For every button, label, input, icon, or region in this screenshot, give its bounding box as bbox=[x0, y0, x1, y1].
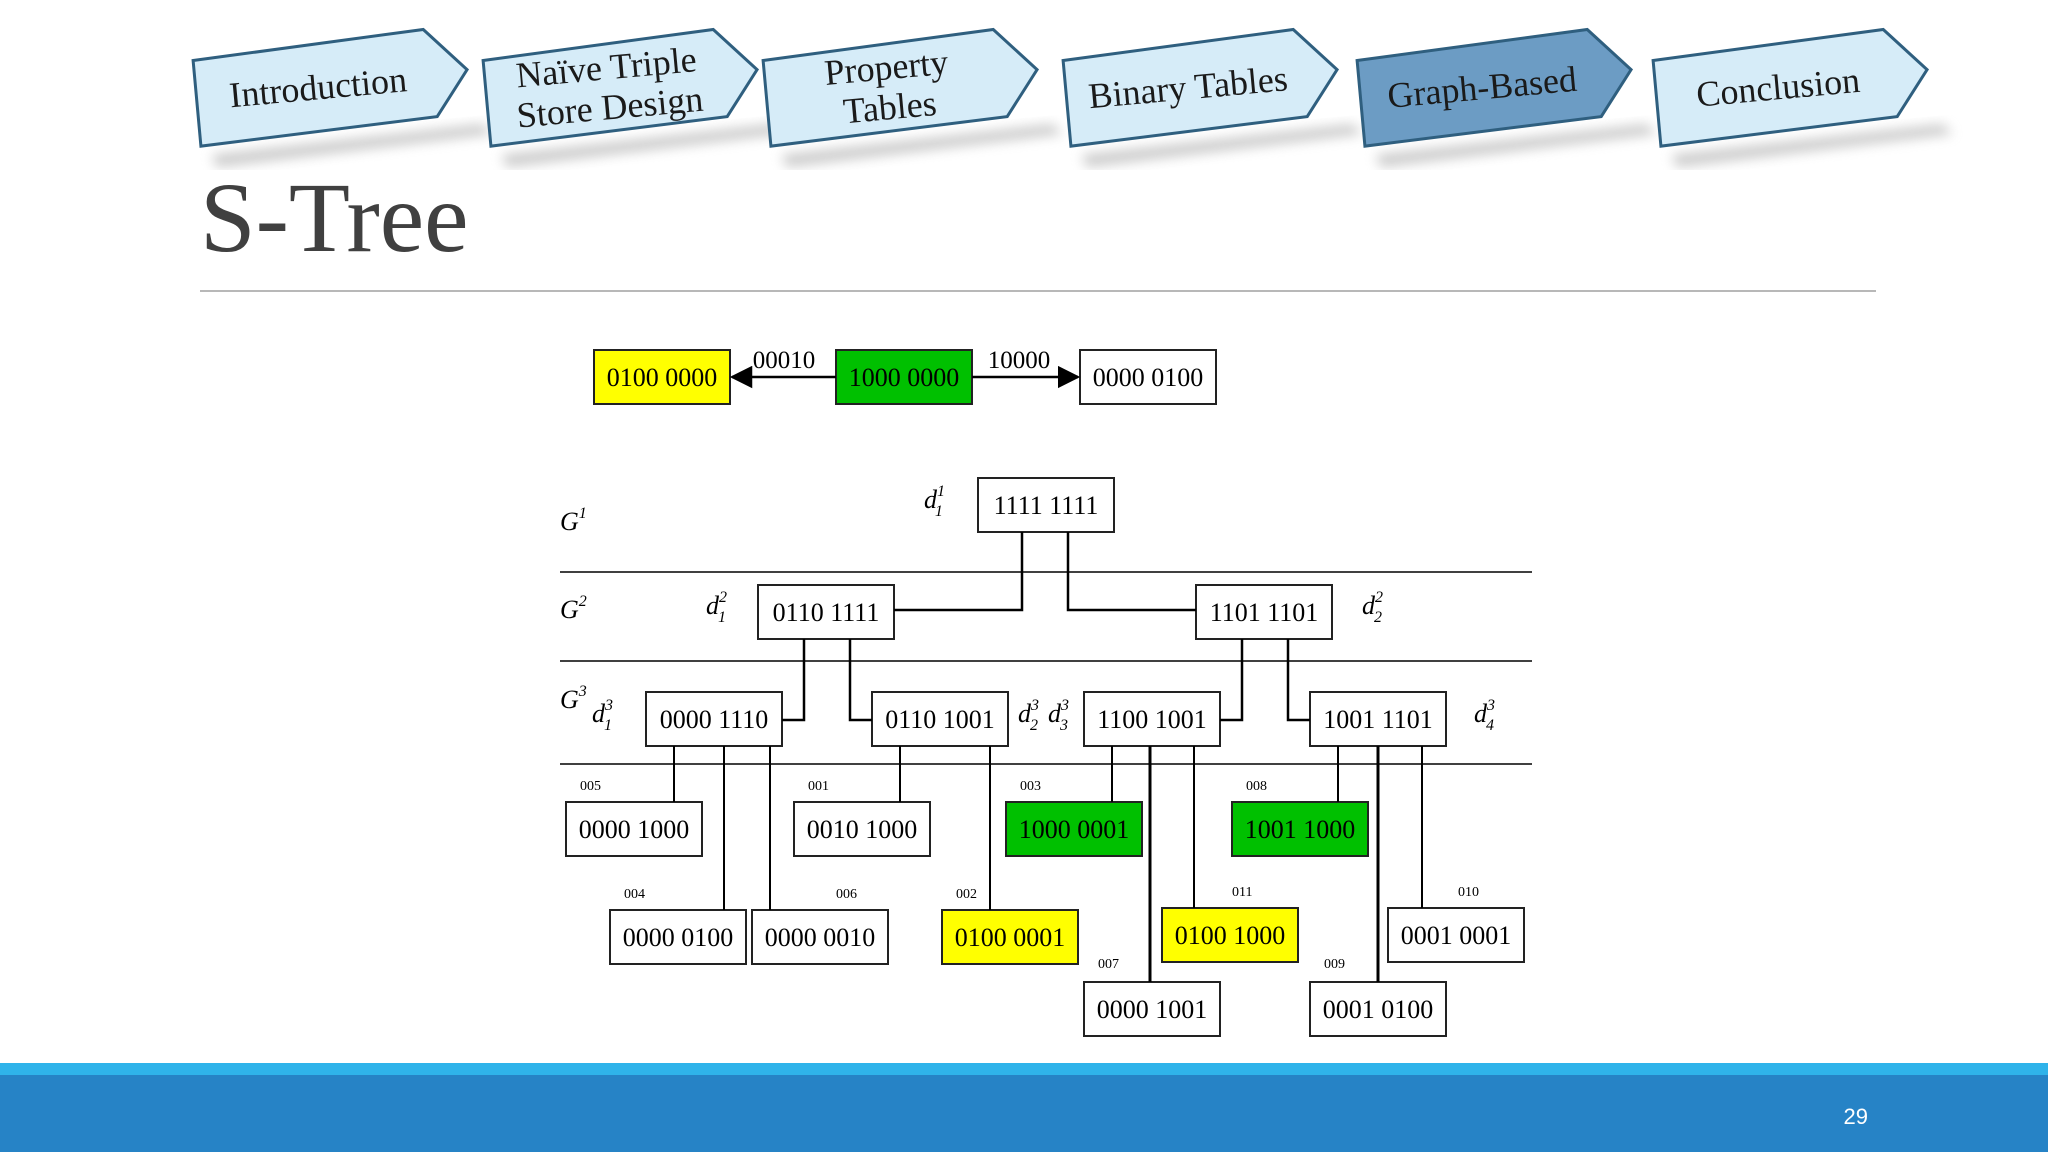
box-label: 0000 0100 bbox=[1093, 363, 1204, 392]
leaf-number: 008 bbox=[1246, 779, 1267, 794]
nav-tab-shape bbox=[191, 27, 470, 148]
top-box-top-left: 0100 0000 bbox=[593, 349, 731, 405]
leaf-011: 0100 1000 bbox=[1161, 907, 1299, 963]
level-label-g1: G1 bbox=[560, 505, 587, 536]
box-label: 1100 1001 bbox=[1097, 705, 1207, 734]
leaf-number: 010 bbox=[1458, 885, 1479, 900]
node-d3-1: 0000 1110 bbox=[645, 691, 783, 747]
footer-bar bbox=[0, 1075, 2048, 1152]
box-label: 0000 0100 bbox=[623, 923, 734, 952]
box-label: 1101 1101 bbox=[1210, 598, 1319, 627]
box-label: 1001 1000 bbox=[1245, 815, 1356, 844]
s-tree-diagram: 0100 0000 1000 0000 0000 0100 00010 10000G1G… bbox=[560, 347, 1532, 1037]
box-label: 0100 0001 bbox=[955, 923, 1066, 952]
edge-label-right: 10000 bbox=[988, 347, 1051, 374]
box-label: 1111 1111 bbox=[994, 491, 1099, 520]
slide-title: S-Tree bbox=[200, 162, 469, 273]
leaf-number: 006 bbox=[836, 887, 857, 902]
leaf-number: 004 bbox=[624, 887, 645, 902]
nav-tab-shape bbox=[761, 27, 1040, 148]
leaf-001: 0010 1000 bbox=[793, 801, 931, 857]
leaf-006: 0000 0010 bbox=[751, 909, 889, 965]
node-d3-3: 1100 1001 bbox=[1083, 691, 1221, 747]
nav-tab-graph-based[interactable]: Graph-Based bbox=[1355, 24, 1658, 168]
top-box-top-right: 0000 0100 bbox=[1079, 349, 1217, 405]
nav-tab-label: Tables bbox=[842, 83, 939, 131]
nav-tab-shape bbox=[1651, 27, 1930, 148]
leaf-010: 0001 0001 bbox=[1387, 907, 1525, 963]
nav-tab-introduction[interactable]: Introduction bbox=[191, 24, 494, 168]
leaf-002: 0100 0001 bbox=[941, 909, 1079, 965]
box-label: 0110 1111 bbox=[773, 598, 880, 627]
box-label: 0000 1001 bbox=[1097, 995, 1208, 1024]
box-label: 0110 1001 bbox=[885, 705, 995, 734]
box-label: 1001 1101 bbox=[1323, 705, 1433, 734]
leaf-number: 001 bbox=[808, 779, 829, 794]
box-label: 0000 0010 bbox=[765, 923, 876, 952]
title-divider bbox=[200, 290, 1876, 292]
nav-tab-shape bbox=[1355, 27, 1634, 148]
level-label-g3: G3 bbox=[560, 683, 587, 714]
edge-label-left: 00010 bbox=[753, 347, 816, 374]
box-label: 0000 1000 bbox=[579, 815, 690, 844]
level-label-g2: G2 bbox=[560, 593, 587, 624]
box-label: 1000 0000 bbox=[849, 363, 960, 392]
box-label: 0001 0100 bbox=[1323, 995, 1434, 1024]
box-label: 0100 1000 bbox=[1175, 921, 1286, 950]
box-label: 0100 0000 bbox=[607, 363, 718, 392]
leaf-number: 002 bbox=[956, 887, 977, 902]
leaf-004: 0000 0100 bbox=[609, 909, 747, 965]
page-number: 29 bbox=[1843, 1104, 1868, 1129]
leaf-number: 007 bbox=[1098, 957, 1119, 972]
leaf-005: 0000 1000 bbox=[565, 801, 703, 857]
leaf-003: 1000 0001 bbox=[1005, 801, 1143, 857]
nav-tab-binary-tables[interactable]: Binary Tables bbox=[1061, 24, 1364, 168]
leaf-number: 005 bbox=[580, 779, 601, 794]
nav-tab-shape bbox=[1061, 27, 1340, 148]
nav-tab-conclusion[interactable]: Conclusion bbox=[1651, 24, 1954, 168]
leaf-007: 0000 1001 bbox=[1083, 981, 1221, 1037]
top-box-top-center: 1000 0000 bbox=[835, 349, 973, 405]
footer-accent-bar bbox=[0, 1063, 2048, 1075]
leaf-008: 1001 1000 bbox=[1231, 801, 1369, 857]
box-label: 0001 0001 bbox=[1401, 921, 1512, 950]
node-d1-1: 1111 1111 bbox=[977, 477, 1115, 533]
nav-tab-shape bbox=[481, 27, 760, 148]
node-d3-4: 1001 1101 bbox=[1309, 691, 1447, 747]
box-label: 1000 0001 bbox=[1019, 815, 1130, 844]
leaf-number: 009 bbox=[1324, 957, 1345, 972]
leaf-number: 003 bbox=[1020, 779, 1041, 794]
box-label: 0000 1110 bbox=[660, 705, 769, 734]
node-d2-1: 0110 1111 bbox=[757, 584, 895, 640]
node-d3-2: 0110 1001 bbox=[871, 691, 1009, 747]
box-label: 0010 1000 bbox=[807, 815, 918, 844]
node-d2-2: 1101 1101 bbox=[1195, 584, 1333, 640]
leaf-009: 0001 0100 bbox=[1309, 981, 1447, 1037]
leaf-number: 011 bbox=[1232, 885, 1252, 900]
